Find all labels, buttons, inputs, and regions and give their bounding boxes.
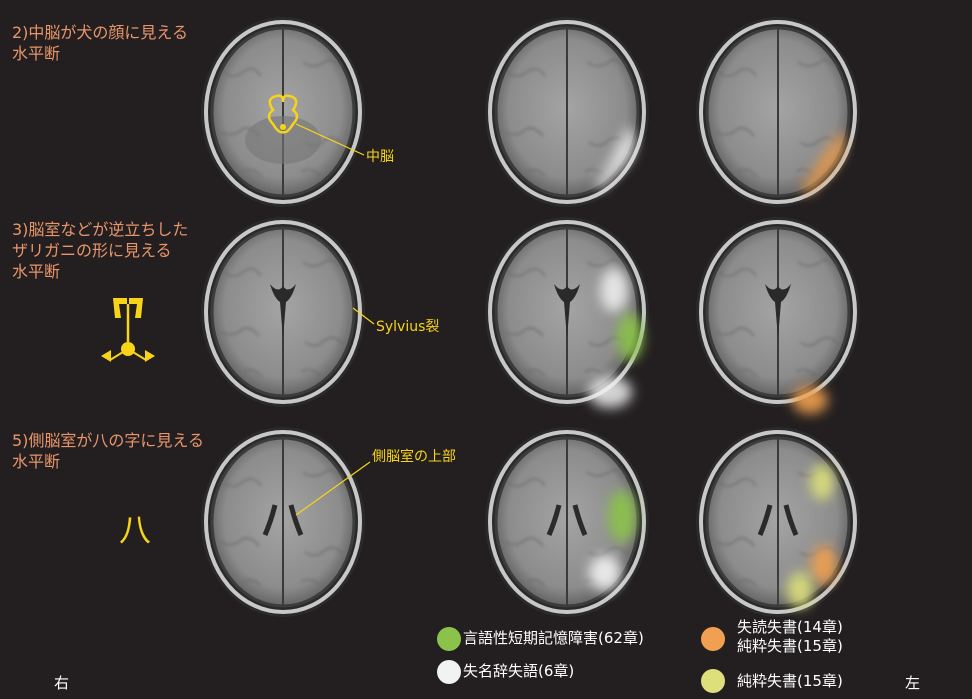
slice-row3-col3 <box>696 427 860 617</box>
right-side-label: 右 <box>54 672 69 693</box>
area-green <box>617 313 643 361</box>
legend-label-yellow-green: 純粋失書(15章) <box>737 672 843 691</box>
section-3-title: 5)側脳室が八の字に見える 水平断 <box>12 430 204 472</box>
legend-swatch-orange <box>701 627 725 651</box>
slice-row1-col3 <box>696 17 860 207</box>
slice-row1-col2 <box>485 17 649 207</box>
legend-label-orange-2: 純粋失書(15章) <box>737 637 843 656</box>
slice-row2-col3 <box>696 217 860 414</box>
slice-row2-col1 <box>201 217 374 407</box>
slice-row2-col2 <box>485 217 649 408</box>
legend-swatch-white <box>437 660 461 684</box>
ventricle-upper-label: 側脳室の上部 <box>372 446 456 466</box>
legend-label-orange-1: 失読失書(14章) <box>737 618 843 637</box>
area-white <box>600 268 628 312</box>
area-green <box>608 490 636 542</box>
crayfish-symbol <box>101 298 155 362</box>
left-side-label: 左 <box>905 672 920 693</box>
midbrain-label: 中脳 <box>366 146 394 166</box>
legend-swatch-green <box>437 627 461 651</box>
area-orange <box>792 386 828 414</box>
section-1-title: 2)中脳が犬の顔に見える 水平断 <box>12 22 188 64</box>
hachi-symbol: 八 <box>119 505 151 551</box>
slice-row3-col1 <box>201 427 370 617</box>
legend-swatch-yellow-green <box>701 669 725 693</box>
area-yellow-green <box>787 572 813 608</box>
section-2-title: 3)脳室などが逆立ちした ザリガニの形に見える 水平断 <box>12 219 188 282</box>
area-orange <box>811 545 837 585</box>
area-white <box>588 376 632 408</box>
sylvius-label: Sylvius裂 <box>376 316 439 336</box>
slice-row3-col2 <box>485 427 649 617</box>
area-white <box>589 555 621 591</box>
legend-label-green: 言語性短期記憶障害(62章) <box>463 629 644 648</box>
area-yellow-green <box>810 464 834 500</box>
legend-label-white: 失名辞失語(6章) <box>463 662 574 681</box>
slice-row1-col1 <box>201 17 365 207</box>
